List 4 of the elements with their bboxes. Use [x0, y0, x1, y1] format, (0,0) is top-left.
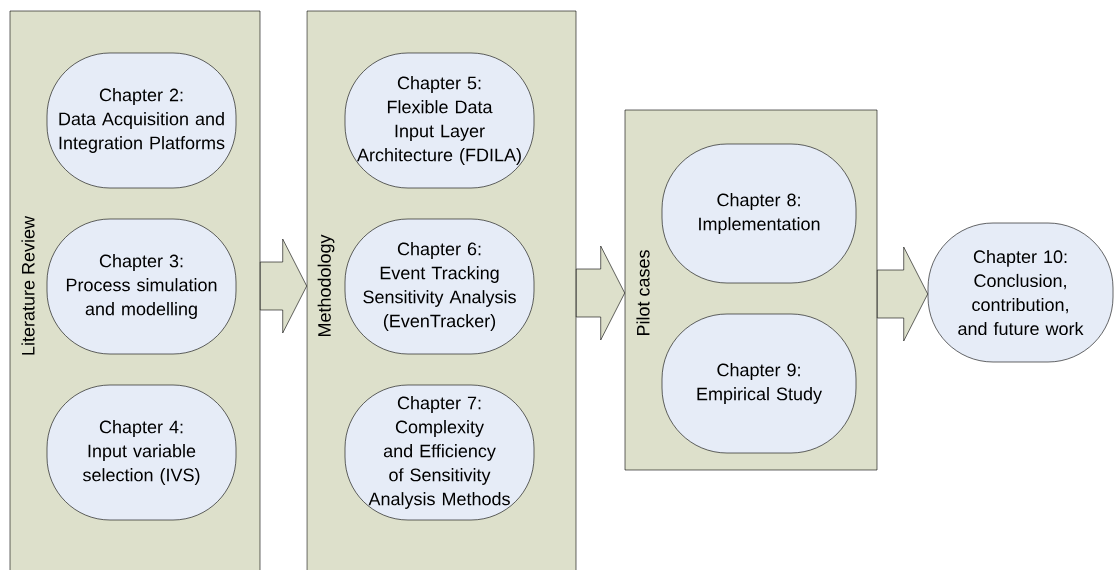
block-arrow: [877, 246, 928, 342]
chapter-oval: Chapter 10: Conclusion, contribution, and future work: [927, 222, 1114, 363]
block-arrow: [260, 238, 307, 334]
block-arrow: [576, 245, 625, 341]
